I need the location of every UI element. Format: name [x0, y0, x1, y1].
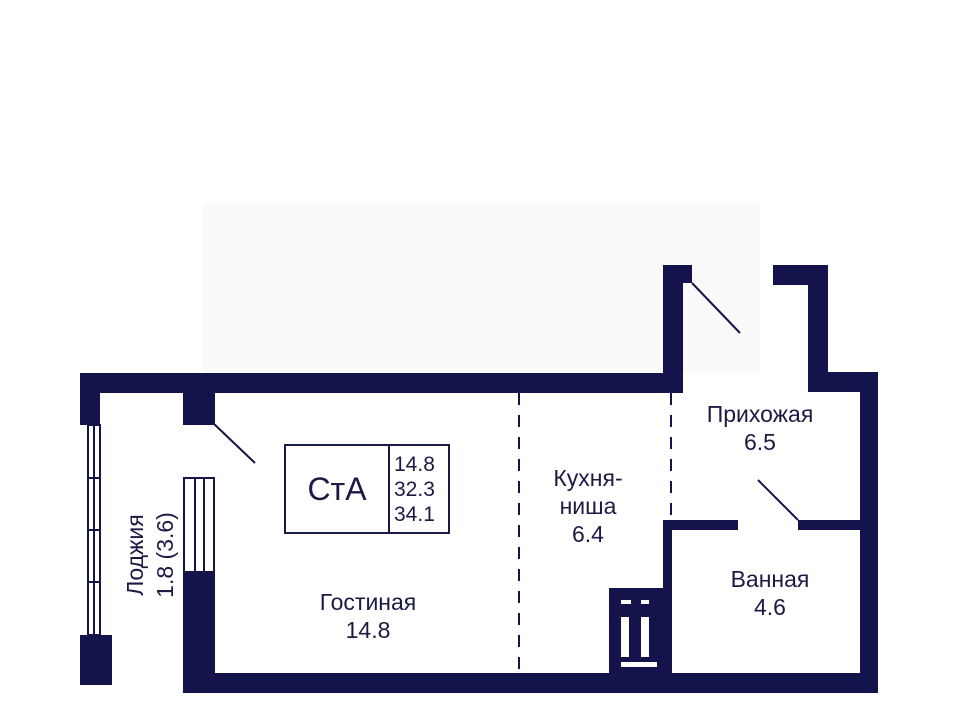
balcony-door [183, 477, 215, 573]
apartment-areas: 14.8 32.3 34.1 [394, 452, 435, 527]
room-bathroom: Ванная 4.6 [705, 565, 835, 621]
loggia-window [87, 424, 101, 636]
total-area-with-loggia: 34.1 [394, 503, 435, 526]
walls [80, 265, 878, 693]
room-kitchen: Кухня- ниша 6.4 [528, 464, 648, 548]
room-name: Прихожая [706, 401, 814, 427]
room-name: Гостиная [319, 589, 417, 615]
room-name: Лоджия [122, 514, 148, 596]
apartment-info-box: СтА 14.8 32.3 34.1 [284, 444, 450, 534]
zone-dividers [518, 393, 672, 673]
room-area: 4.6 [754, 594, 786, 620]
total-area: 32.3 [394, 478, 435, 501]
apartment-type-code: СтА [286, 446, 390, 532]
room-hallway: Прихожая 6.5 [690, 400, 830, 456]
room-area: 6.5 [744, 429, 776, 455]
room-area: 1.8 (3.6) [152, 512, 178, 598]
room-name-2: ниша [559, 493, 617, 519]
room-name: Кухня- [553, 465, 623, 491]
room-living: Гостиная 14.8 [298, 588, 438, 644]
door-swings [212, 282, 799, 521]
kitchen-appliance [621, 600, 657, 667]
living-area: 14.8 [394, 453, 435, 476]
room-area: 14.8 [345, 617, 391, 643]
room-loggia: Лоджия 1.8 (3.6) [120, 512, 180, 598]
room-area: 6.4 [572, 521, 604, 547]
room-name: Ванная [730, 566, 810, 592]
